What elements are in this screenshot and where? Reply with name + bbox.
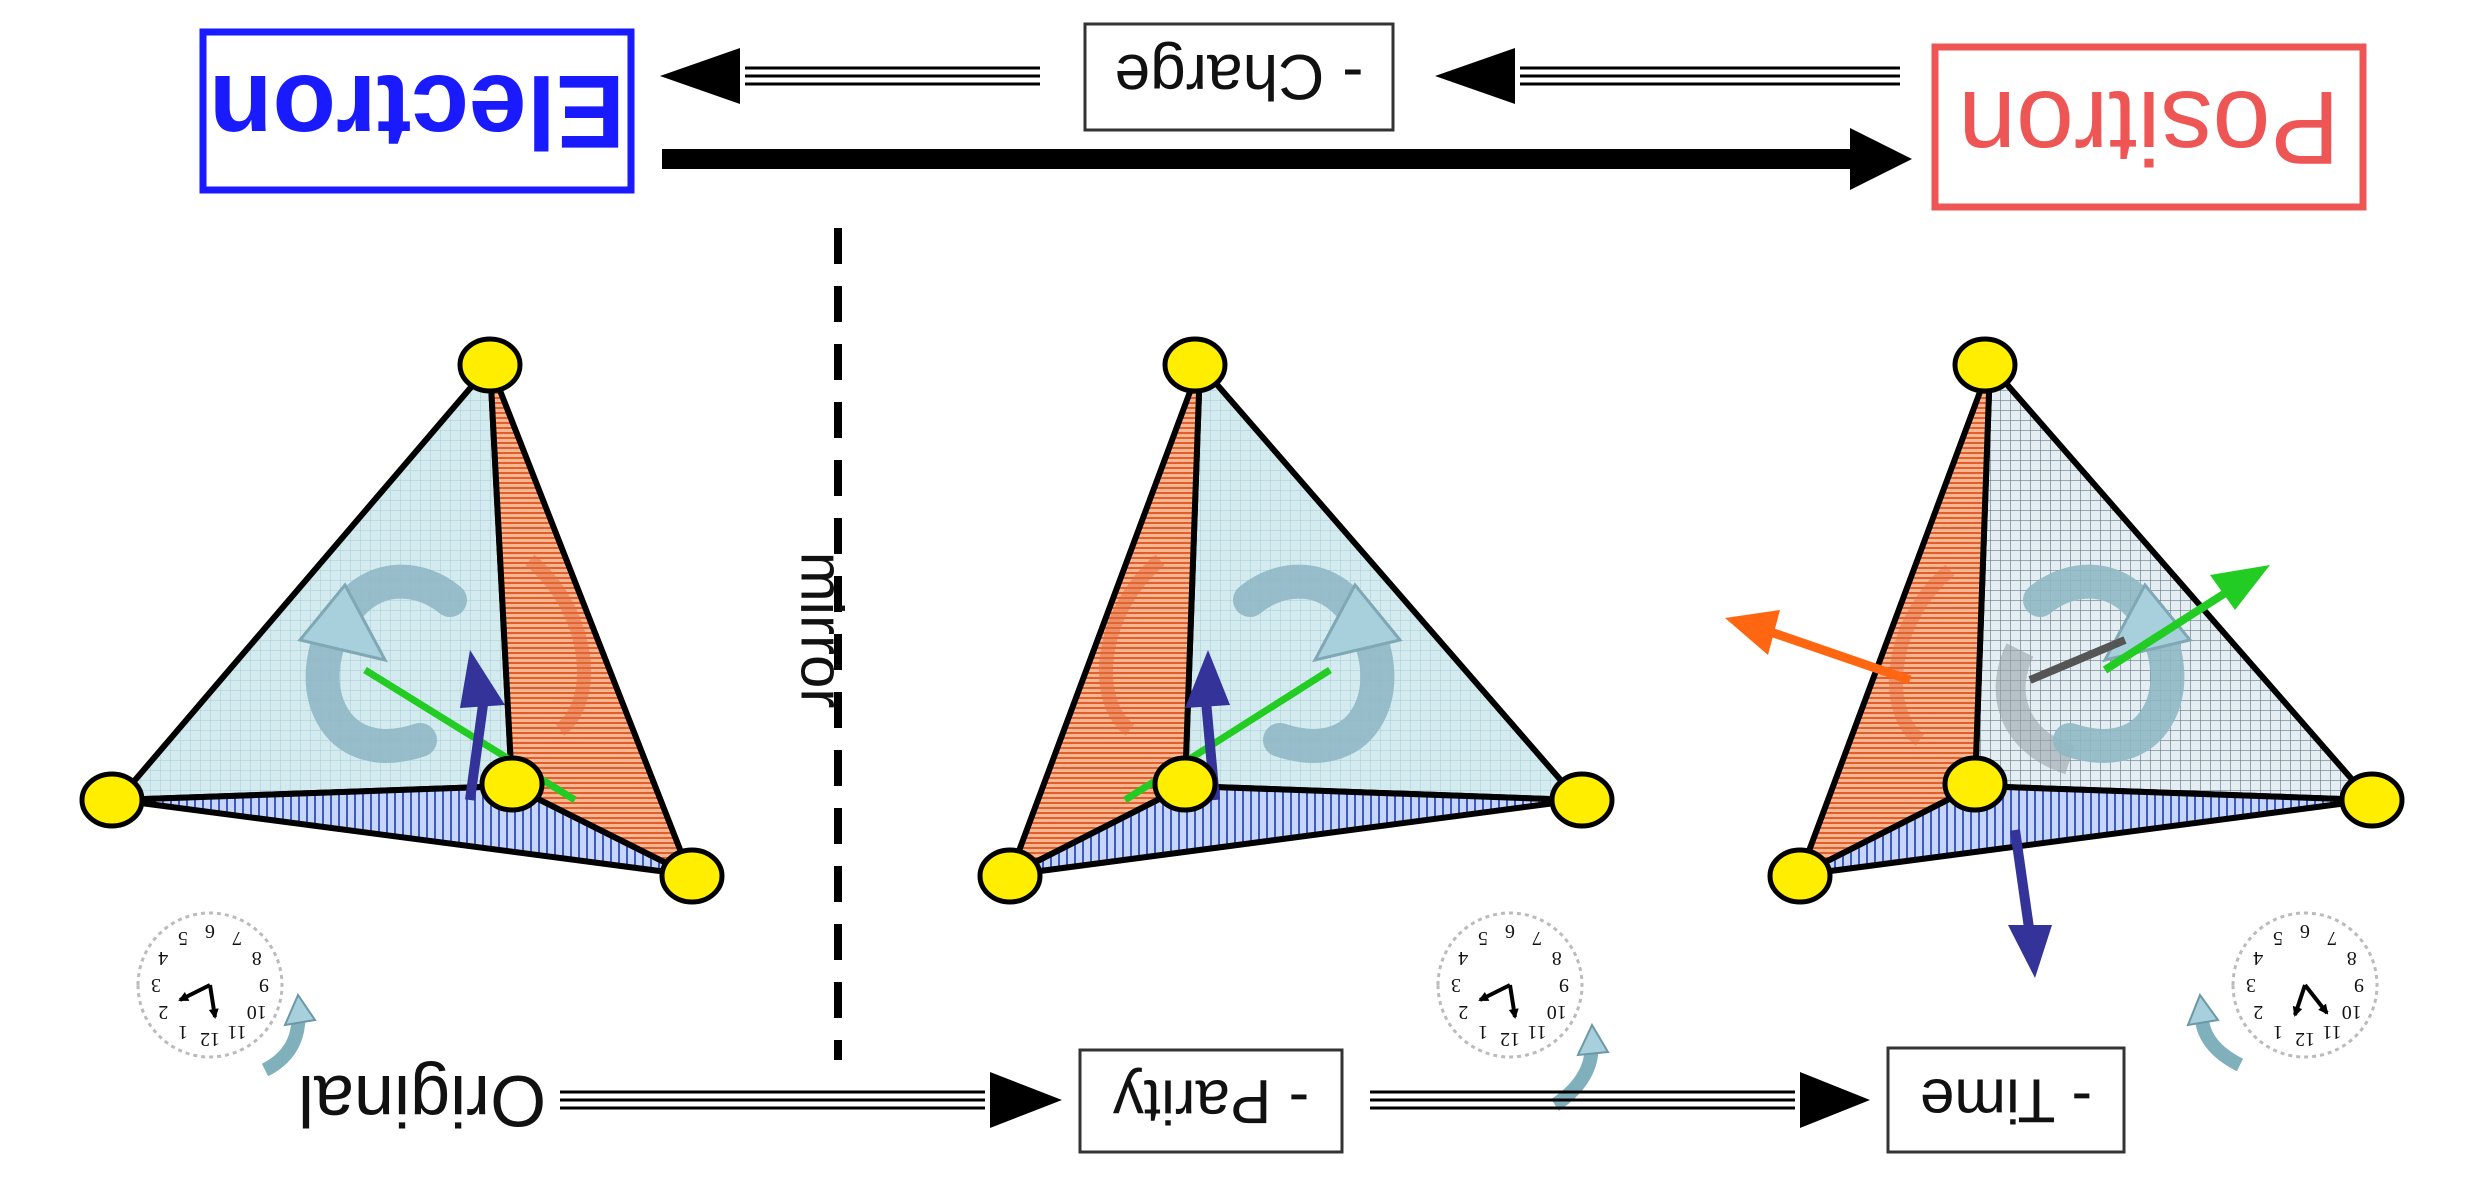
vertex-marker [659, 847, 725, 905]
clock-number: 6 [1505, 920, 1515, 942]
clock-number: 10 [2342, 1001, 2362, 1023]
clock-number: 8 [252, 947, 262, 969]
clock-number: 7 [2327, 927, 2337, 949]
clock-hand [208, 984, 219, 1019]
clock-number: 12 [200, 1028, 220, 1050]
clock-number: 6 [2300, 920, 2310, 942]
parity-box: - Parity [1078, 1048, 1344, 1154]
clock-hand [2292, 984, 2307, 1017]
clock-number: 12 [1500, 1028, 1520, 1050]
clock-number: 3 [2246, 974, 2256, 996]
clock-number: 5 [2273, 927, 2283, 949]
charge-box: - Charge [1083, 22, 1395, 132]
charge-arrow-left-1 [660, 48, 1040, 104]
vertex-marker [1942, 755, 2008, 813]
electron-box: Electron [199, 28, 635, 194]
clock-number: 2 [2253, 1001, 2263, 1023]
clock-number: 2 [1458, 1001, 1468, 1023]
electron-label: Electron [209, 53, 625, 169]
clock-number: 1 [1478, 1021, 1488, 1043]
axis-blue [465, 689, 490, 801]
parity-arrow-right [560, 1072, 1062, 1128]
time-box: - Time [1886, 1046, 2126, 1154]
clock-number: 10 [247, 1001, 267, 1023]
clock-hand [1478, 983, 1511, 1002]
clock-number: 4 [1458, 947, 1468, 969]
clock-number: 4 [2253, 947, 2263, 969]
clock-number: 3 [1451, 974, 1461, 996]
time-label: - Time [1920, 1066, 2092, 1135]
clock-hand [178, 983, 211, 1002]
vertex-marker [479, 755, 545, 813]
clock-hand [1508, 984, 1519, 1019]
vertex-marker [977, 847, 1043, 905]
axis-green [2102, 586, 2233, 674]
parity-label: - Parity [1113, 1067, 1309, 1136]
clock-number: 9 [2354, 974, 2364, 996]
positron-label: Positron [1958, 69, 2340, 185]
vertex-marker [1162, 336, 1228, 394]
electron-to-positron-arrow [662, 128, 1912, 190]
clock-number: 9 [1559, 974, 1569, 996]
axis-gray [2028, 636, 2127, 684]
vertex-marker [2339, 771, 2405, 829]
clock-number: 5 [1478, 927, 1488, 949]
clock-number: 1 [178, 1021, 188, 1043]
clock-number: 11 [227, 1021, 246, 1043]
axis-blue [2010, 829, 2035, 936]
mirror-label: mirror [789, 552, 856, 709]
charge-arrow-left-2 [1435, 48, 1900, 104]
clock-number: 1 [2273, 1021, 2283, 1043]
clock-number: 7 [232, 927, 242, 949]
axis-orange [1763, 625, 1912, 685]
clock-number: 12 [2295, 1028, 2315, 1050]
clock-number: 11 [2322, 1021, 2341, 1043]
clock-number: 5 [178, 927, 188, 949]
clock-number: 3 [151, 974, 161, 996]
clock-number: 9 [259, 974, 269, 996]
clock-number: 8 [1552, 947, 1562, 969]
clock-number: 4 [158, 947, 168, 969]
vertex-marker [1952, 336, 2018, 394]
tetrahedron-parity [977, 336, 1615, 905]
vertex-marker [1767, 847, 1833, 905]
positron-box: Positron [1931, 43, 2367, 211]
vertex-marker [79, 771, 145, 829]
clock-number: 2 [158, 1001, 168, 1023]
clock-number: 11 [1527, 1021, 1546, 1043]
tetrahedron-original [79, 336, 725, 905]
vertex-marker [1549, 771, 1615, 829]
clock-hand [2303, 983, 2329, 1015]
vertex-marker [1152, 755, 1218, 813]
time-arrow-right [1370, 1072, 1870, 1128]
clock-number: 6 [205, 920, 215, 942]
clock-number: 8 [2347, 947, 2357, 969]
original-label: Original [298, 1060, 546, 1140]
clock-number: 10 [1547, 1001, 1567, 1023]
vertex-marker [457, 336, 523, 394]
tetrahedron-time [1725, 336, 2405, 978]
clock-number: 7 [1532, 927, 1542, 949]
charge-label: - Charge [1115, 41, 1364, 113]
